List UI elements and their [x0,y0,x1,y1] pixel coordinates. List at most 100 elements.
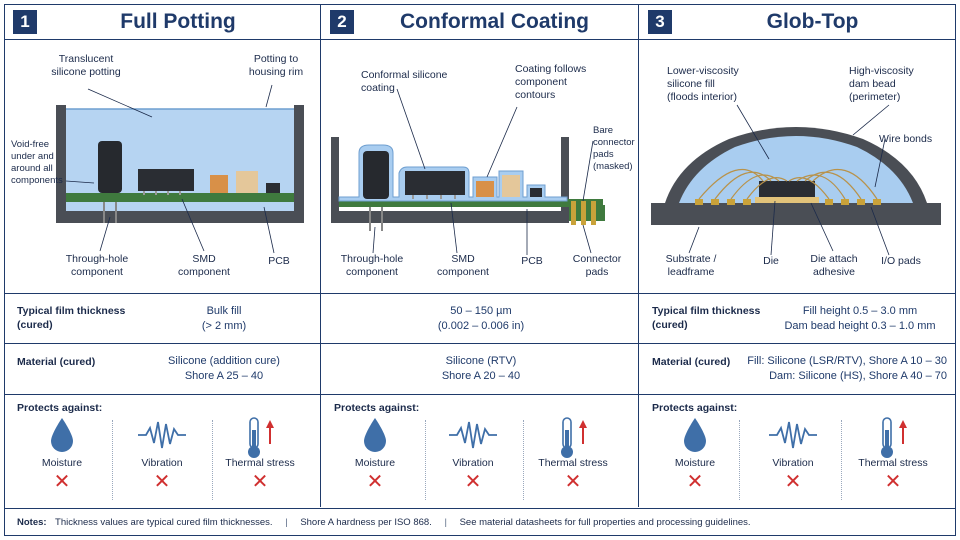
conformal-coating-illustration: Conformal silicone coating Coating follo… [321,41,638,294]
thermometer-icon [881,417,907,458]
row-film-thickness: Typical film thickness (cured) Fill heig… [639,295,956,344]
pcb [339,199,603,207]
panel-glob-top: 3 Glob-Top [638,4,956,507]
label-io-pads: I/O pads [881,255,921,267]
protects-title: Protects against: [17,402,103,414]
figure-frame [4,4,956,536]
value-film-thickness: Bulk fill (> 2 mm) [201,305,247,332]
value-material: Silicone (RTV) Shore A 20 – 40 [441,355,521,382]
droplet-icon [51,418,73,452]
label-die: Die [763,255,779,267]
protect-name: Moisture [41,457,83,469]
protect-vibration: Vibration ✕ [743,416,843,504]
protect-name: Thermal stress [858,457,928,469]
protects-title: Protects against: [334,402,420,414]
panel-full-potting: 1 Full Potting [4,4,322,507]
wire-bonds [698,168,878,200]
substrate [651,203,941,225]
label-material: Material (cured) [652,356,731,368]
label-high-viscosity-dam: High-viscosity dam bead (perimeter) [849,65,914,103]
row-film-thickness: Typical film thickness (cured) Bulk fill… [4,295,322,344]
panel-header: 3 Glob-Top [639,4,956,40]
not-applicable-mark: ✕ [564,471,582,493]
label-through-hole: Through-hole component [340,253,404,278]
label-potting-rim: Potting to housing rim [248,53,304,78]
panel-title: Conformal Coating [400,10,589,33]
silicone-fill [679,136,913,203]
protect-name: Vibration [772,457,814,469]
smd-ic [405,171,465,195]
smd-capacitor [210,175,228,193]
protect-moisture: Moisture ✕ [645,416,745,504]
divider [112,420,113,500]
not-applicable-mark: ✕ [53,471,71,493]
row-film-thickness: 50 – 150 µm (0.002 – 0.006 in) [321,295,638,344]
label-connector-pads: Connector pads [572,253,622,278]
panel-title: Glob-Top [766,10,859,33]
protect-moisture: Moisture ✕ [12,416,112,504]
smd-resistor [502,175,520,197]
not-applicable-mark: ✕ [464,471,482,493]
label-pcb: PCB [268,255,290,267]
panel-number: 2 [330,10,354,34]
label-coating-follows: Coating follows component contours [515,63,587,101]
full-potting-illustration: Translucent silicone potting Potting to … [4,41,322,294]
pcb [66,193,294,202]
note-separator: | [444,517,447,528]
smd-ic [138,169,194,191]
note-item: Shore A hardness per ISO 868. [300,517,432,528]
droplet-icon [364,418,386,452]
protect-thermal: Thermal stress ✕ [843,416,943,504]
label-material: Material (cured) [17,356,96,368]
row-material: Silicone (RTV) Shore A 20 – 40 [321,345,638,395]
row-protects: Protects against: Moisture ✕ Vibration ✕… [639,396,956,507]
panel-title: Full Potting [120,10,236,33]
value-film-thickness: Fill height 0.5 – 3.0 mm Dam bead height… [784,305,936,332]
divider [212,420,213,500]
not-applicable-mark: ✕ [153,471,171,493]
thermometer-icon [248,417,274,458]
label-through-hole: Through-hole component [65,253,129,278]
not-applicable-mark: ✕ [366,471,384,493]
row-protects: Protects against: Moisture ✕ Vibration ✕… [321,396,638,507]
label-wire-bonds: Wire bonds [879,133,933,145]
protects-title: Protects against: [652,402,738,414]
value-material: Silicone (addition cure) Shore A 25 – 40 [168,355,280,382]
notes-bar: Notes: Thickness values are typical cure… [4,508,956,536]
through-hole-capacitor [98,141,122,193]
droplet-icon [684,418,706,452]
not-applicable-mark: ✕ [251,471,269,493]
label-die-attach: Die attach adhesive [810,253,858,278]
smd-capacitor [476,181,494,197]
conformal-coating-cross-section [331,88,605,255]
protect-name: Vibration [141,457,183,469]
protect-name: Moisture [674,457,716,469]
label-film-thickness: Typical film thickness (cured) [17,305,126,331]
label-bare-connector: Bare connector pads (masked) [593,125,635,172]
label-conformal-coating: Conformal silicone coating [361,69,448,94]
value-material: Fill: Silicone (LSR/RTV), Shore A 10 – 3… [747,355,947,382]
smd-resistor [236,171,258,193]
row-material: Material (cured) Fill: Silicone (LSR/RTV… [639,345,956,395]
notes-label: Notes: [17,517,47,528]
protect-thermal: Thermal stress ✕ [210,416,310,504]
protect-name: Moisture [354,457,396,469]
vibration-wave-icon [769,421,817,449]
vibration-wave-icon [449,421,497,449]
row-material: Material (cured) Silicone (addition cure… [4,345,322,395]
note-separator: | [285,517,288,528]
label-film-thickness: Typical film thickness (cured) [652,305,761,331]
note-item: Thickness values are typical cured film … [55,517,273,528]
label-void-free: Void-free under and around all component… [11,139,63,186]
through-hole-capacitor [363,151,389,199]
protect-vibration: Vibration ✕ [112,416,212,504]
vibration-wave-icon [138,421,186,449]
label-lower-viscosity-fill: Lower-viscosity silicone fill (floods in… [667,65,739,103]
panel-number: 3 [648,10,672,34]
protect-name: Thermal stress [538,457,608,469]
protect-name: Thermal stress [225,457,295,469]
full-potting-cross-section [56,84,304,254]
label-substrate: Substrate / leadframe [665,253,717,278]
panel-conformal-coating: 2 Conformal Coating [320,4,638,507]
housing [56,105,304,223]
